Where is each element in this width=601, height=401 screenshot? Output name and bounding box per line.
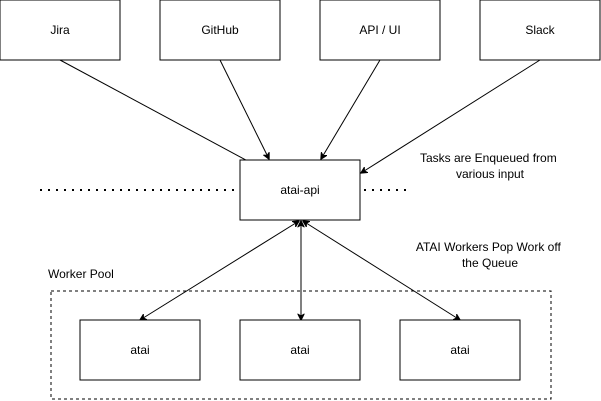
note-workers: ATAI Workers Pop Work off the Queue <box>416 240 564 270</box>
edge-slack-to-atai-api <box>361 59 541 173</box>
note-workers-line-1: ATAI Workers Pop Work off <box>416 240 562 254</box>
hub-node-label: atai-api <box>280 183 319 197</box>
edge-atai-api-to-atai-1 <box>140 221 299 320</box>
worker-node-label: atai <box>290 343 309 357</box>
source-node-label: Slack <box>525 23 555 37</box>
worker-node-1[interactable]: atai <box>79 319 201 381</box>
edge-jira-to-atai-api <box>59 59 270 173</box>
note-enqueue-line-1: Tasks are Enqueued from <box>420 151 557 165</box>
source-node-label: Jira <box>50 23 70 37</box>
hub-node-atai-api[interactable]: atai-api <box>239 159 361 221</box>
worker-node-2[interactable]: atai <box>239 319 361 381</box>
worker-node-label: atai <box>450 343 469 357</box>
worker-node-3[interactable]: atai <box>399 319 521 381</box>
worker-pool-container <box>50 290 552 400</box>
source-node-label: GitHub <box>201 23 239 37</box>
source-node-label: API / UI <box>359 23 400 37</box>
note-enqueue-line-2: various input <box>456 167 525 181</box>
note-workers-line-2: the Queue <box>462 256 518 270</box>
source-node-api-ui[interactable]: API / UI <box>319 0 441 61</box>
edge-api-ui-to-atai-api <box>321 59 381 159</box>
source-node-slack[interactable]: Slack <box>479 0 601 61</box>
source-node-github[interactable]: GitHub <box>159 0 281 61</box>
edges <box>59 59 541 320</box>
source-node-jira[interactable]: Jira <box>0 0 121 61</box>
edge-atai-api-to-atai-3 <box>303 221 460 320</box>
edge-github-to-atai-api <box>219 59 269 159</box>
worker-pool-label: Worker Pool <box>48 267 114 281</box>
note-enqueue: Tasks are Enqueued from various input <box>420 151 560 181</box>
worker-node-label: atai <box>130 343 149 357</box>
